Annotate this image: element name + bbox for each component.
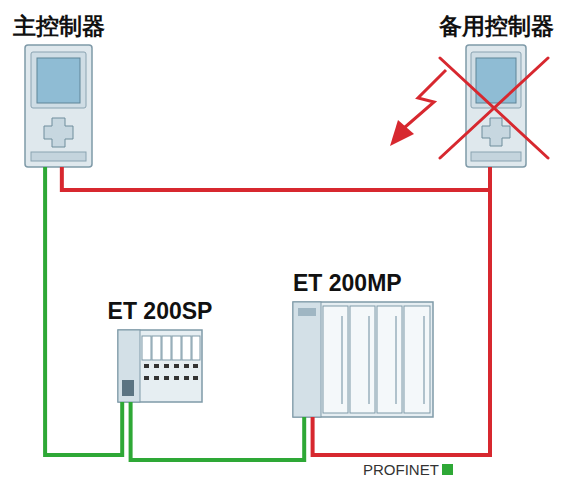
io-station-figure xyxy=(293,302,433,417)
lightning-arrow xyxy=(390,70,446,146)
device-label: ET 200MP xyxy=(293,270,402,298)
device-label: 主控制器 xyxy=(13,13,105,41)
device-box: 主控制器 xyxy=(25,45,92,167)
controller-figure xyxy=(466,45,526,167)
network-label: PROFINET xyxy=(363,461,439,478)
legend-entry: PROFINET xyxy=(363,461,453,478)
device-box: ET 200SP xyxy=(118,330,202,402)
failure-cross xyxy=(440,58,548,158)
io-station-figure xyxy=(118,330,202,402)
network-cable xyxy=(131,402,305,460)
controller-figure xyxy=(25,45,92,167)
network-cable xyxy=(313,167,490,455)
legend-swatch xyxy=(442,464,453,475)
device-label: ET 200SP xyxy=(108,298,213,326)
device-label: 备用控制器 xyxy=(439,13,554,41)
device-box: ET 200MP xyxy=(293,302,433,417)
network-cable xyxy=(62,167,490,190)
device-box: 备用控制器 xyxy=(466,45,526,167)
